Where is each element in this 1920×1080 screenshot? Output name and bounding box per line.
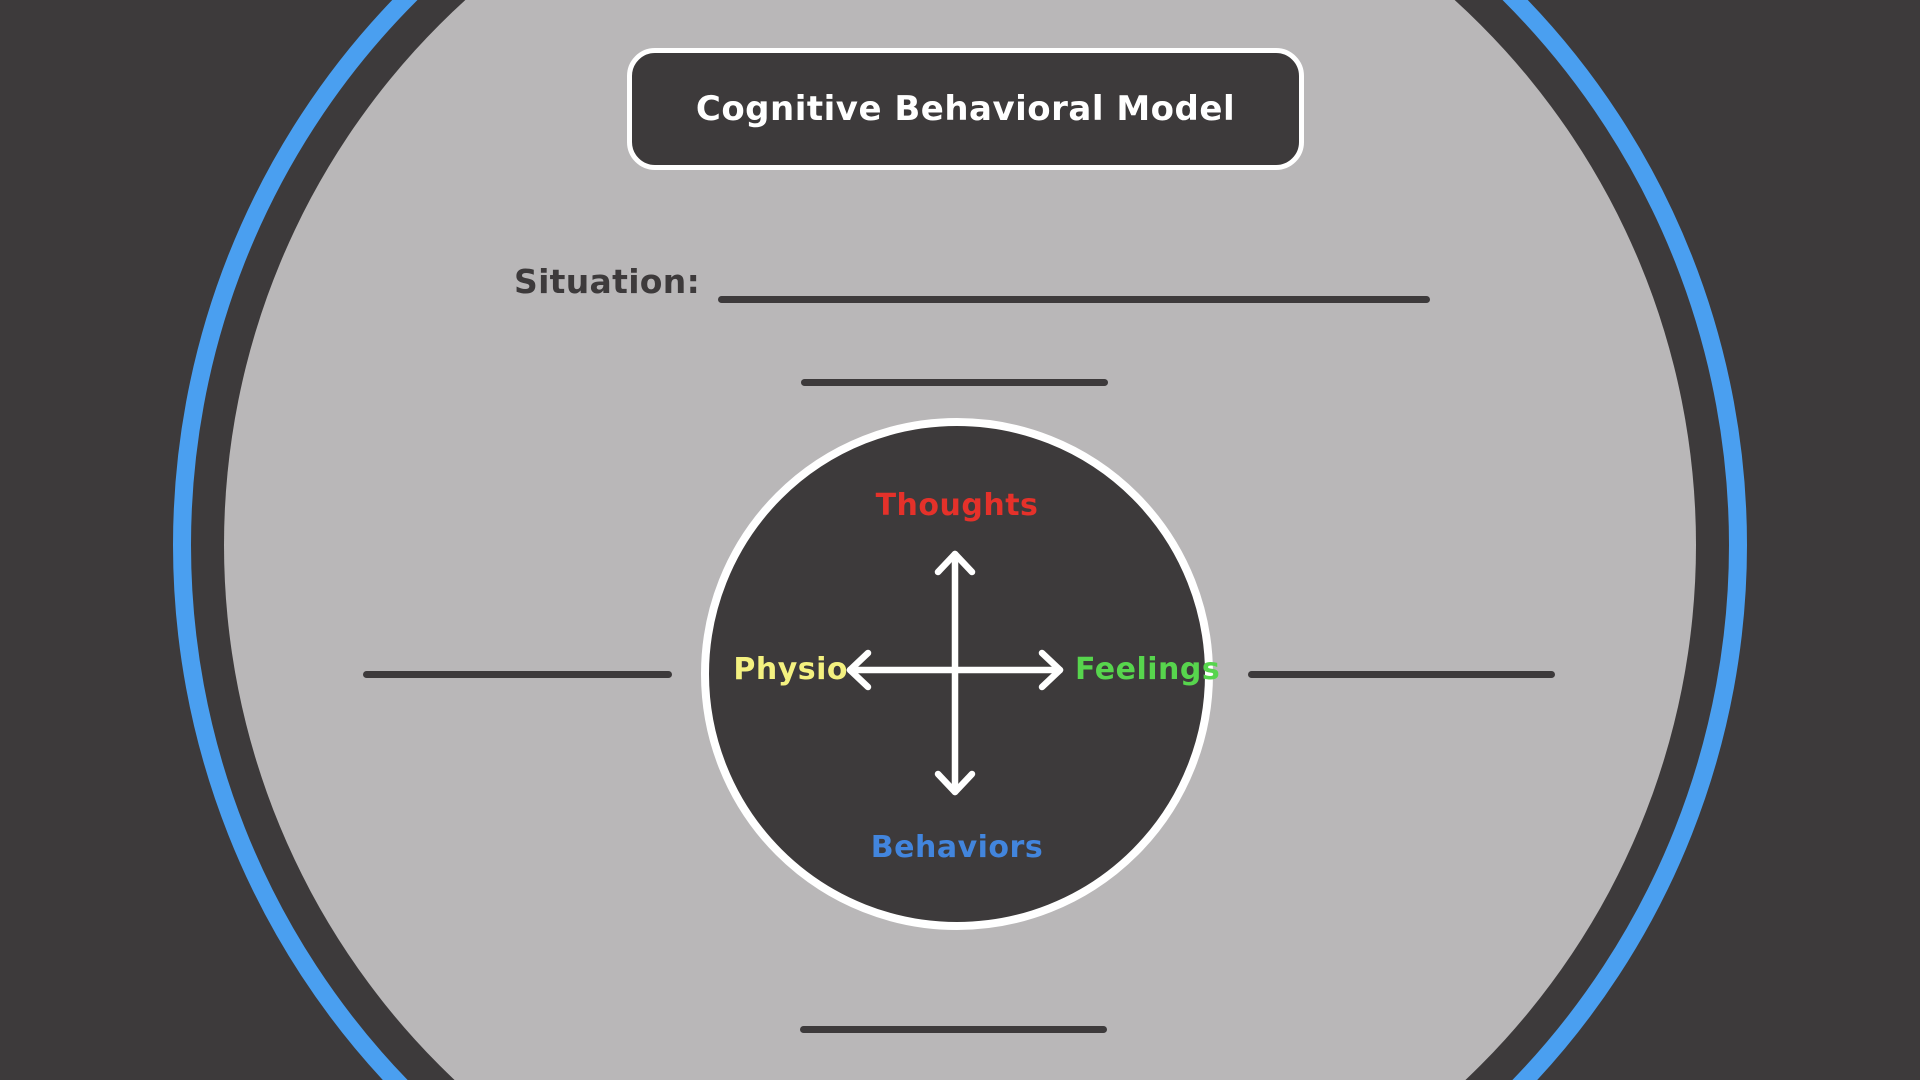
- thoughts-blank-line[interactable]: [801, 379, 1108, 386]
- arrow-head-right: [1038, 649, 1064, 691]
- node-label-physio: Physio: [733, 652, 848, 687]
- page-title: Cognitive Behavioral Model: [695, 89, 1236, 129]
- situation-label: Situation:: [514, 262, 701, 301]
- arrow-head-left: [846, 649, 872, 691]
- title-box: Cognitive Behavioral Model: [627, 48, 1304, 170]
- situation-blank-line[interactable]: [718, 296, 1430, 303]
- arrow-strokes: [846, 550, 1064, 796]
- model-circle: Thoughts Feelings Behaviors Physio: [701, 418, 1220, 930]
- arrow-head-down: [934, 770, 976, 796]
- arrow-head-up: [934, 550, 976, 576]
- physio-blank-line[interactable]: [363, 671, 672, 678]
- four-way-arrow: [846, 550, 1064, 796]
- node-label-behaviors: Behaviors: [870, 830, 1044, 865]
- feelings-blank-line[interactable]: [1248, 671, 1555, 678]
- node-label-feelings: Feelings: [1075, 652, 1221, 687]
- behaviors-blank-line[interactable]: [800, 1026, 1107, 1033]
- outer-blue-ring: [173, 0, 1747, 1080]
- node-label-thoughts: Thoughts: [875, 488, 1039, 523]
